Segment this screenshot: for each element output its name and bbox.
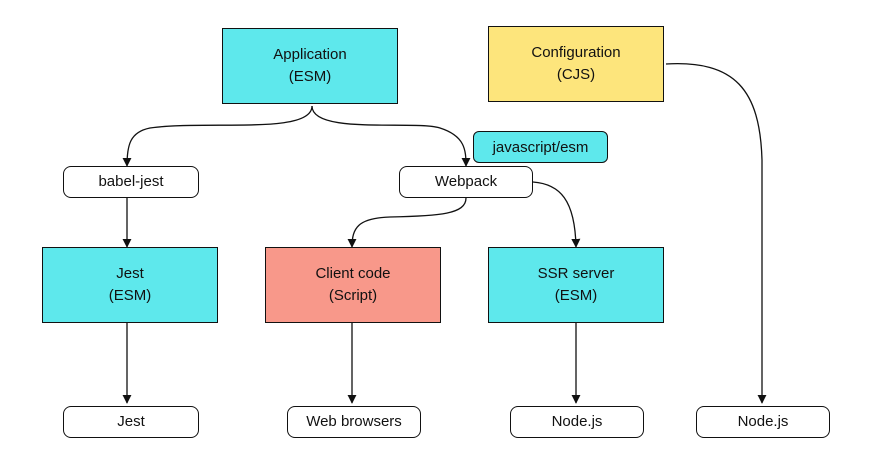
web-browsers-node: Web browsers <box>287 406 421 438</box>
edge-application-to-webpack <box>311 105 471 167</box>
ssr-server-format: (ESM) <box>554 287 598 304</box>
edge-webpack-to-client-code <box>347 197 467 248</box>
client-code-node: Client code (Script) <box>265 247 441 323</box>
nodejs-config-node: Node.js <box>696 406 830 438</box>
webpack-label: Webpack <box>434 173 498 190</box>
ssr-server-node: SSR server (ESM) <box>488 247 664 323</box>
babel-jest-node: babel-jest <box>63 166 199 198</box>
nodejs-config-label: Node.js <box>737 413 789 430</box>
configuration-format: (CJS) <box>556 66 596 83</box>
jest-runtime-label: Jest <box>117 413 145 430</box>
webpack-node: Webpack <box>399 166 533 198</box>
application-format: (ESM) <box>288 68 332 85</box>
jest-module-node: Jest (ESM) <box>42 247 218 323</box>
application-title: Application <box>273 46 347 63</box>
ssr-server-title: SSR server <box>537 265 615 282</box>
configuration-title: Configuration <box>531 44 621 61</box>
client-code-title: Client code <box>315 265 391 282</box>
edge-application-to-babel-jest <box>122 105 313 167</box>
webpack-input-format-label: javascript/esm <box>492 138 589 156</box>
jest-module-title: Jest <box>116 265 144 282</box>
client-code-format: (Script) <box>328 287 378 304</box>
edge-webpack-to-ssr-server <box>532 181 581 248</box>
jest-module-format: (ESM) <box>108 287 152 304</box>
application-node: Application (ESM) <box>222 28 398 104</box>
babel-jest-label: babel-jest <box>98 173 164 190</box>
nodejs-ssr-node: Node.js <box>510 406 644 438</box>
web-browsers-label: Web browsers <box>306 413 402 430</box>
edge-configuration-to-nodejs <box>665 63 767 404</box>
jest-runtime-node: Jest <box>63 406 199 438</box>
configuration-node: Configuration (CJS) <box>488 26 664 102</box>
nodejs-ssr-label: Node.js <box>551 413 603 430</box>
webpack-input-format-tag: javascript/esm <box>473 131 608 163</box>
